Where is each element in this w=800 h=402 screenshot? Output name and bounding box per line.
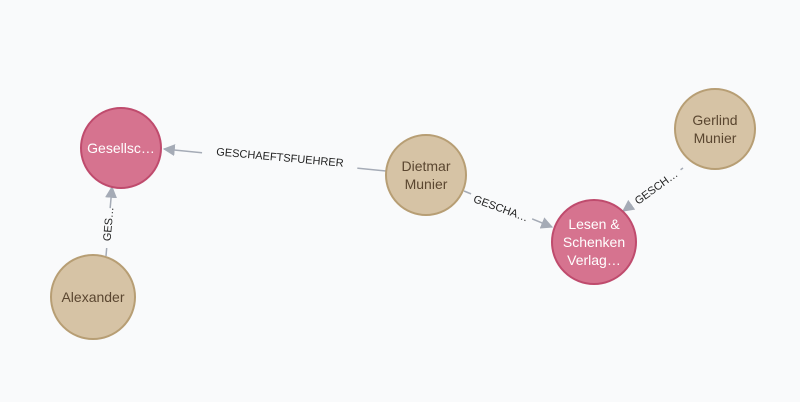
node-circle[interactable] xyxy=(80,107,162,189)
relationship-dietmar-lesen[interactable]: GESCHA… xyxy=(463,189,554,229)
node-circle[interactable] xyxy=(551,199,637,285)
relationship-label-bg xyxy=(627,162,685,212)
relationship-gerlind-lesen[interactable]: GESCH… xyxy=(622,162,685,212)
relationship-label-bg xyxy=(467,189,535,227)
node-circle[interactable] xyxy=(385,134,467,216)
node-circle[interactable] xyxy=(50,254,136,340)
node-alexander[interactable]: Alexander xyxy=(50,254,136,340)
node-gesellschaft[interactable]: Gesellsc… xyxy=(80,107,162,189)
node-circle[interactable] xyxy=(674,88,756,170)
relationship-dietmar-gesellschaft[interactable]: GESCHAEFTSFUEHRER xyxy=(162,140,387,174)
relationship-alexander-gesellschaft[interactable]: GES… xyxy=(97,185,118,257)
relationship-label[interactable]: GES… xyxy=(102,207,117,242)
relationship-label-bg xyxy=(201,140,359,174)
relationship-label[interactable]: GESCH… xyxy=(633,168,681,207)
relationship-label-bg xyxy=(97,207,118,249)
